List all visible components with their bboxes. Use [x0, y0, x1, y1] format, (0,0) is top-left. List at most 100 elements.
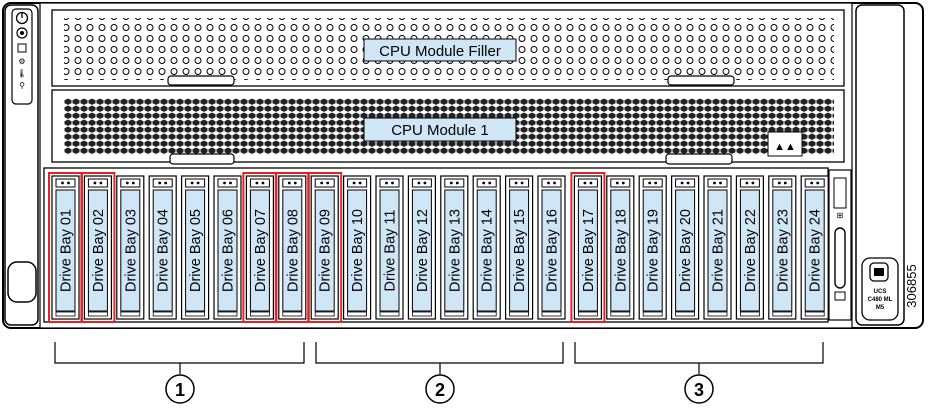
drive-latch[interactable]	[642, 178, 663, 188]
drive-bay-8[interactable]: Drive Bay 08	[274, 172, 310, 323]
drive-latch[interactable]	[55, 178, 76, 188]
drive-bay-10[interactable]: Drive Bay 10	[343, 175, 372, 320]
usb-port-icon[interactable]	[834, 291, 846, 301]
drive-bay-4[interactable]: Drive Bay 04	[148, 175, 177, 320]
left-control-ear: ⚙ 🌡 ⚲	[4, 4, 39, 326]
drive-bay-label: Drive Bay 21	[711, 209, 727, 292]
drive-bay-label: Drive Bay 22	[743, 209, 759, 292]
drive-bay-5[interactable]: Drive Bay 05	[181, 175, 210, 320]
badge-line-3: M5	[876, 305, 885, 311]
left-handle[interactable]	[7, 261, 37, 303]
drive-bay-9[interactable]: Drive Bay 09	[307, 172, 343, 323]
drive-bay-11[interactable]: Drive Bay 11	[375, 175, 404, 320]
drive-latch[interactable]	[804, 178, 825, 188]
right-control-ear: UCS C480 ML M5	[855, 4, 905, 326]
drive-bay-15[interactable]: Drive Bay 15	[505, 175, 534, 320]
filler-handle-right[interactable]	[667, 75, 735, 86]
drive-latch[interactable]	[444, 178, 465, 188]
drive-latch[interactable]	[707, 178, 728, 188]
cpu-module-filler: CPU Module Filler	[51, 9, 845, 87]
drive-latch[interactable]	[120, 178, 141, 188]
drive-bay-23[interactable]: Drive Bay 23	[768, 175, 797, 320]
drive-latch[interactable]	[314, 178, 335, 188]
drive-bay-label: Drive Bay 11	[383, 210, 399, 292]
drive-latch[interactable]	[675, 178, 696, 188]
drive-bay-label: Drive Bay 20	[678, 209, 694, 292]
drive-latch[interactable]	[249, 178, 270, 188]
drive-bay-6[interactable]: Drive Bay 06	[213, 175, 242, 320]
callout-3-number: 3	[694, 380, 704, 400]
drive-latch[interactable]	[87, 178, 108, 188]
power-button-icon[interactable]	[15, 11, 29, 25]
drive-latch[interactable]	[541, 178, 562, 188]
drive-bay-label: Drive Bay 05	[188, 209, 204, 292]
drive-latch[interactable]	[152, 178, 173, 188]
drive-latch[interactable]	[217, 178, 238, 188]
callout-3	[684, 374, 714, 404]
drive-latch[interactable]	[379, 178, 400, 188]
drive-bay-label: Drive Bay 09	[318, 209, 334, 292]
figure-number: 306855	[904, 264, 919, 307]
drive-bay-12[interactable]: Drive Bay 12	[407, 175, 436, 320]
cpu-module-filler-label: CPU Module Filler	[379, 43, 501, 60]
drive-bay-label: Drive Bay 17	[581, 209, 597, 292]
badge-line-2: C480 ML	[868, 297, 893, 303]
drive-bay-label: Drive Bay 18	[613, 209, 629, 292]
drive-bay-22[interactable]: Drive Bay 22	[735, 175, 765, 320]
unit-id-button-icon[interactable]	[16, 27, 28, 39]
drive-bay-18[interactable]: Drive Bay 18	[606, 175, 635, 320]
badge-line-1: UCS	[874, 289, 887, 295]
callout-2-number: 2	[435, 380, 445, 400]
drive-bay-2[interactable]: Drive Bay 02	[80, 172, 116, 323]
callout-brackets: 1 2 3	[54, 342, 824, 404]
drive-bay-label: Drive Bay 04	[156, 209, 172, 292]
drive-bay-label: Drive Bay 16	[545, 209, 561, 292]
drive-latch[interactable]	[282, 178, 303, 188]
drive-latch[interactable]	[347, 178, 368, 188]
drive-bay-label: Drive Bay 15	[512, 209, 528, 292]
drive-bay-3[interactable]: Drive Bay 03	[116, 175, 145, 320]
drive-bay-1[interactable]: Drive Bay 01	[48, 172, 83, 323]
bracket-group-2	[315, 342, 564, 364]
svg-text:⊞: ⊞	[837, 211, 844, 220]
drive-bay-24[interactable]: Drive Bay 24	[800, 175, 829, 320]
bracket-group-3	[574, 342, 824, 364]
cpu-handle-right[interactable]	[665, 153, 733, 165]
drive-bay-20[interactable]: Drive Bay 20	[670, 175, 700, 320]
drive-latch[interactable]	[739, 178, 760, 188]
drive-latch[interactable]	[411, 178, 432, 188]
callout-1	[165, 374, 195, 404]
bracket-group-1	[54, 342, 305, 364]
temperature-status-icon: 🌡	[17, 69, 27, 78]
drive-bay-label: Drive Bay 01	[59, 209, 75, 292]
drive-bay-13[interactable]: Drive Bay 13	[440, 175, 469, 320]
cpu-handle-left[interactable]	[169, 153, 235, 165]
drive-bay-highlight	[307, 172, 343, 323]
drive-bay-19[interactable]: Drive Bay 19	[638, 175, 667, 320]
kvm-connector[interactable]	[834, 227, 846, 289]
fan-status-icon: ⚙	[18, 57, 25, 66]
callout-1-number: 1	[175, 380, 185, 400]
drive-bay-label: Drive Bay 10	[350, 209, 366, 292]
drive-bay-highlight	[570, 172, 606, 323]
drive-latch[interactable]	[476, 178, 497, 188]
drive-bay-7[interactable]: Drive Bay 07	[242, 172, 278, 323]
drive-bay-label: Drive Bay 13	[447, 209, 463, 292]
cpu-module-latch-icon[interactable]	[767, 131, 803, 157]
drive-bay-label: Drive Bay 07	[253, 209, 269, 292]
drive-latch[interactable]	[509, 178, 530, 188]
drive-bay-label: Drive Bay 24	[808, 209, 824, 292]
drive-latch[interactable]	[577, 178, 598, 188]
filler-handle-left[interactable]	[167, 75, 235, 86]
drive-bay-17[interactable]: Drive Bay 17	[570, 172, 606, 323]
drive-latch[interactable]	[610, 178, 631, 188]
drive-bay-14[interactable]: Drive Bay 14	[472, 175, 501, 320]
drive-bay-label: Drive Bay 14	[480, 209, 496, 292]
drive-latch[interactable]	[772, 178, 793, 188]
status-led-icon	[17, 43, 27, 53]
drive-bay-21[interactable]: Drive Bay 21	[703, 175, 732, 320]
drive-latch[interactable]	[185, 178, 206, 188]
drive-bay-label: Drive Bay 19	[646, 209, 662, 292]
drive-bay-16[interactable]: Drive Bay 16	[537, 175, 566, 320]
